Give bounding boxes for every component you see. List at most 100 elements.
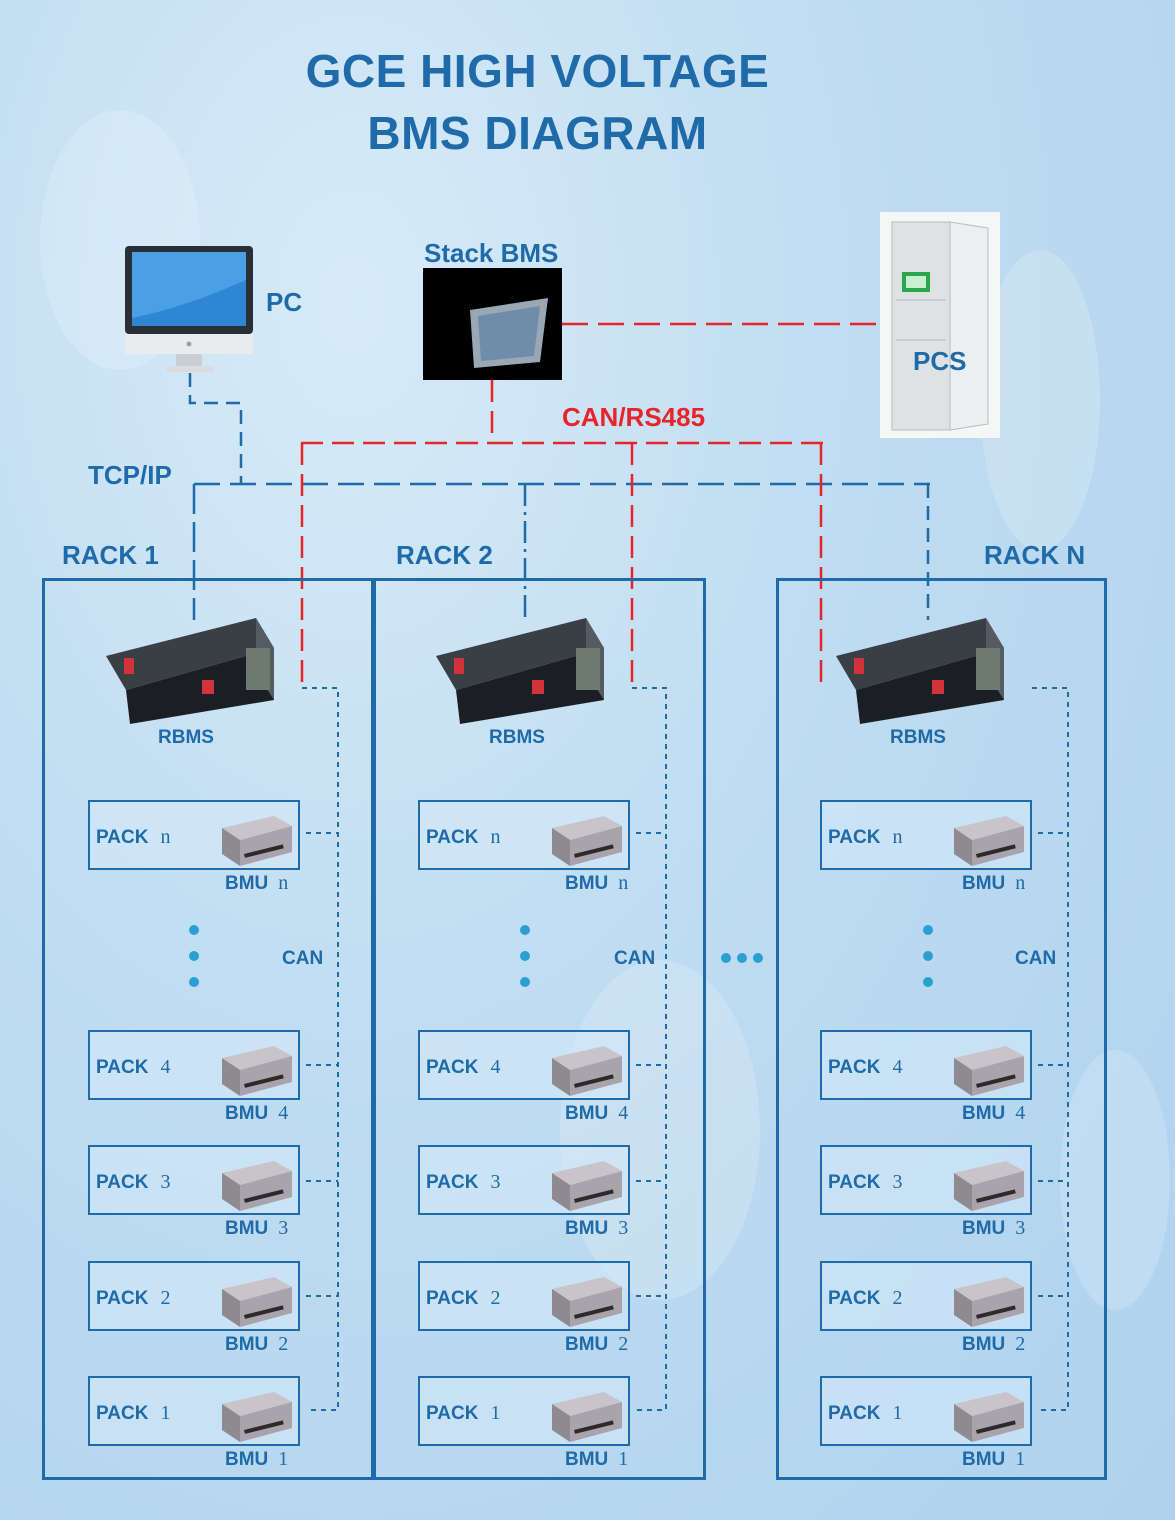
bmu-number: 2 (618, 1333, 629, 1355)
pack-box: PACK n (820, 800, 1032, 870)
rbms-unit-icon-1 (106, 618, 274, 724)
pack-label-text: PACK (96, 1057, 149, 1078)
bmu-label-text: BMU (565, 1449, 609, 1470)
pack-number: 2 (892, 1287, 903, 1309)
pack-label-text: PACK (96, 827, 149, 848)
pack-label-text: PACK (426, 1057, 479, 1078)
pack-label: PACK 3 (426, 1171, 500, 1194)
battery-module-icon (954, 1161, 1024, 1211)
pack-box: PACK 1 (418, 1376, 630, 1446)
bmu-number: n (278, 872, 289, 894)
pack-label-text: PACK (96, 1403, 149, 1424)
can-rs485-network (300, 322, 880, 690)
battery-module-icon (222, 1392, 292, 1442)
bmu-label: BMU 3 (962, 1217, 1025, 1240)
pc-label: PC (266, 287, 303, 317)
battery-module-icon (954, 816, 1024, 866)
pack-number: 4 (490, 1056, 501, 1078)
tcp-ip-network (188, 373, 930, 620)
pack-label-text: PACK (828, 827, 881, 848)
pack-label: PACK n (96, 826, 170, 849)
pack-box: PACK 4 (418, 1030, 630, 1100)
tcp-ip-label: TCP/IP (88, 460, 172, 490)
can-rs485-label: CAN/RS485 (562, 402, 706, 432)
rack-label: RACK 2 (396, 540, 493, 570)
pack-number: 4 (892, 1056, 903, 1078)
rbms-label: RBMS (489, 727, 545, 748)
pc-monitor-icon (125, 246, 253, 372)
battery-module-icon (954, 1046, 1024, 1096)
pack-number: 3 (160, 1171, 171, 1193)
bmu-label-text: BMU (962, 1218, 1006, 1239)
bmu-label: BMU 2 (565, 1333, 628, 1356)
title-line1: GCE HIGH VOLTAGE (305, 45, 770, 97)
bmu-number: 1 (278, 1448, 289, 1470)
can-label: CAN (282, 948, 324, 969)
bmu-label-text: BMU (565, 873, 609, 894)
battery-module-icon (552, 816, 622, 866)
rbms-unit-icon-n (836, 618, 1004, 724)
pack-label-text: PACK (828, 1172, 881, 1193)
pack-number: n (490, 826, 501, 848)
stack-bms-icon (423, 268, 562, 380)
pack-box: PACK 1 (88, 1376, 300, 1446)
bmu-label-text: BMU (962, 1449, 1006, 1470)
pack-label-text: PACK (96, 1288, 149, 1309)
pack-number: 1 (892, 1402, 903, 1424)
bmu-number: 3 (618, 1217, 629, 1239)
bmu-number: 4 (1015, 1102, 1026, 1124)
bmu-label-text: BMU (225, 1449, 269, 1470)
battery-module-icon (552, 1392, 622, 1442)
pack-label-text: PACK (426, 827, 479, 848)
pack-number: 2 (160, 1287, 171, 1309)
rbms-label: RBMS (158, 727, 214, 748)
bmu-label-text: BMU (962, 1103, 1006, 1124)
bmu-number: n (1015, 872, 1026, 894)
pack-label: PACK 1 (426, 1402, 500, 1425)
bmu-number: 4 (278, 1102, 289, 1124)
pack-label-text: PACK (426, 1403, 479, 1424)
pack-number: 1 (160, 1402, 171, 1424)
bmu-number: 2 (278, 1333, 289, 1355)
rack-label: RACK 1 (62, 540, 159, 570)
pack-box: PACK 3 (418, 1145, 630, 1215)
bmu-label: BMU 1 (225, 1448, 288, 1471)
pack-number: 1 (490, 1402, 501, 1424)
pack-number: 3 (490, 1171, 501, 1193)
battery-module-icon (222, 816, 292, 866)
bmu-label-text: BMU (962, 873, 1006, 894)
pack-number: n (160, 826, 171, 848)
bmu-number: 2 (1015, 1333, 1026, 1355)
can-label: CAN (614, 948, 656, 969)
continuation-dots (189, 925, 933, 987)
bmu-label-text: BMU (225, 1218, 269, 1239)
pack-number: n (892, 826, 903, 848)
rack-can-buses (302, 687, 1069, 1411)
bmu-label-text: BMU (565, 1334, 609, 1355)
background-blob (560, 960, 760, 1300)
rbms-label: RBMS (890, 727, 946, 748)
pcs-cabinet-icon (880, 212, 1000, 438)
pack-label: PACK 4 (426, 1056, 500, 1079)
pack-label: PACK 2 (96, 1287, 170, 1310)
pack-label-text: PACK (426, 1172, 479, 1193)
bmu-number: 3 (1015, 1217, 1026, 1239)
bmu-label: BMU n (962, 872, 1025, 895)
